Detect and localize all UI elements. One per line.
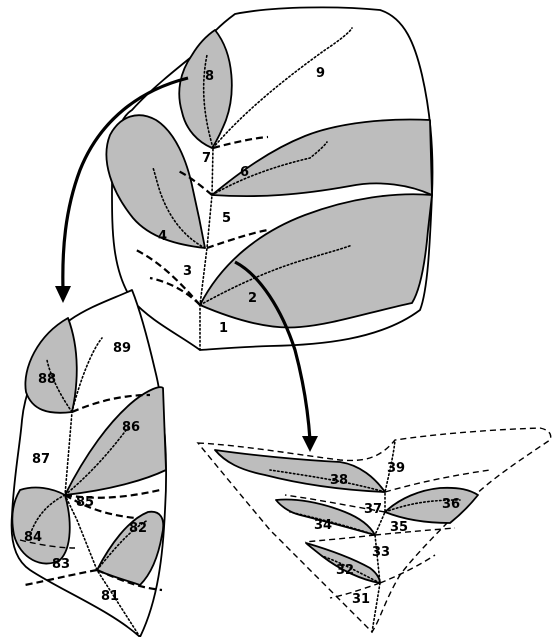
label-8: 8 bbox=[205, 69, 214, 84]
region-36 bbox=[385, 488, 478, 523]
label-35: 35 bbox=[390, 520, 408, 535]
label-82: 82 bbox=[129, 521, 147, 536]
label-31: 31 bbox=[352, 592, 370, 607]
label-7: 7 bbox=[202, 151, 211, 166]
label-32: 32 bbox=[336, 563, 354, 578]
arrowhead-right bbox=[302, 436, 318, 452]
label-89: 89 bbox=[113, 341, 131, 356]
right-leaf: 39 38 36 37 34 35 33 32 31 bbox=[198, 428, 551, 632]
right-boundary-4 bbox=[305, 535, 375, 542]
label-36: 36 bbox=[442, 497, 460, 512]
right-boundary-3 bbox=[375, 528, 455, 535]
label-84: 84 bbox=[24, 530, 42, 545]
label-34: 34 bbox=[314, 518, 332, 533]
label-5: 5 bbox=[222, 211, 231, 226]
left-leaf: 89 88 86 87 85 82 84 83 81 bbox=[12, 290, 167, 637]
label-9: 9 bbox=[316, 66, 325, 81]
region-88 bbox=[25, 318, 76, 413]
label-87: 87 bbox=[32, 452, 50, 467]
arrowhead-left bbox=[55, 286, 71, 303]
label-4: 4 bbox=[158, 229, 167, 244]
label-2: 2 bbox=[248, 291, 257, 306]
label-39: 39 bbox=[387, 461, 405, 476]
label-81: 81 bbox=[101, 589, 119, 604]
label-33: 33 bbox=[372, 545, 390, 560]
label-37: 37 bbox=[364, 502, 382, 517]
label-3: 3 bbox=[183, 264, 192, 279]
label-38: 38 bbox=[330, 473, 348, 488]
label-86: 86 bbox=[122, 420, 140, 435]
label-6: 6 bbox=[240, 165, 249, 180]
label-85: 85 bbox=[76, 495, 94, 510]
label-1: 1 bbox=[219, 321, 228, 336]
region-38 bbox=[215, 450, 385, 492]
label-88: 88 bbox=[38, 372, 56, 387]
label-83: 83 bbox=[52, 557, 70, 572]
